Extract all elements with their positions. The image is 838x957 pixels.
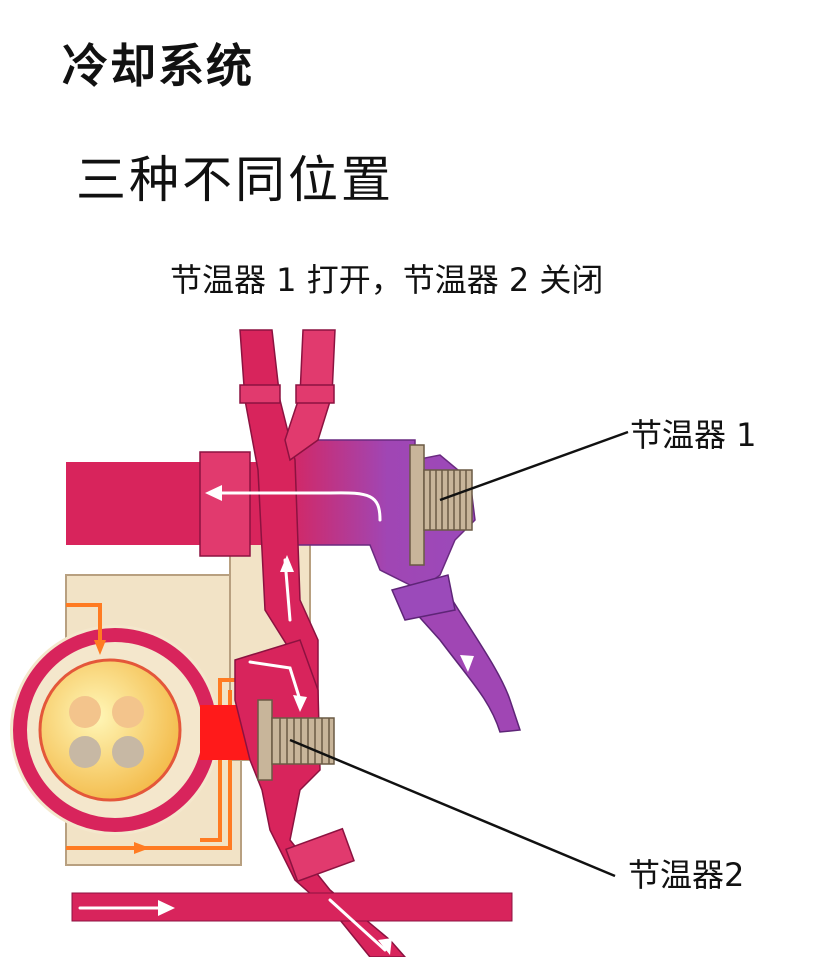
thermostat-2-label: 节温器2 bbox=[628, 856, 745, 894]
thermostat-1 bbox=[409, 444, 473, 566]
thermostat-1-leader bbox=[439, 430, 629, 502]
diagram-caption: 节温器 1 打开，节温器 2 关闭 bbox=[170, 261, 604, 299]
bypass-hose bbox=[393, 579, 522, 733]
thermostat-2-leader bbox=[289, 738, 616, 878]
thermostat-1-label: 节温器 1 bbox=[630, 416, 757, 454]
page-title: 冷却系统 bbox=[62, 39, 254, 93]
engine-core bbox=[38, 658, 182, 802]
page-subtitle: 三种不同位置 bbox=[76, 151, 394, 209]
